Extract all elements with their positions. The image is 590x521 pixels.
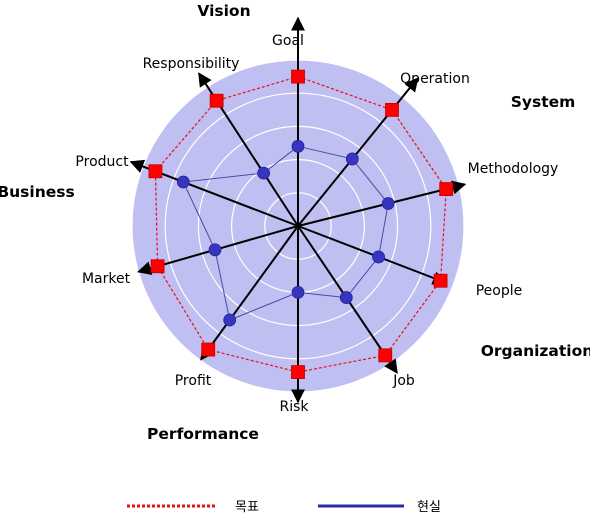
axis-label-profit: Profit [175, 373, 212, 389]
axis-label-methodology: Methodology [468, 161, 559, 177]
axis-people [297, 225, 447, 285]
group-label-business: Business [0, 183, 75, 201]
group-labels: VisionSystemBusinessOrganizationPerforma… [0, 2, 590, 443]
legend: 목표 현실 [127, 500, 441, 515]
axis-methodology [297, 180, 467, 227]
actual-marker-profit [223, 313, 237, 327]
axis-label-responsibility: Responsibility [143, 56, 240, 72]
axis-operation [297, 77, 419, 227]
legend-actual-label: 현실 [417, 500, 441, 515]
target-marker-product [148, 164, 163, 179]
axis-label-market: Market [82, 271, 131, 287]
target-marker-market [150, 259, 165, 274]
axis-label-risk: Risk [279, 399, 309, 415]
axis-label-job: Job [392, 373, 415, 389]
series-actual [176, 139, 395, 327]
actual-marker-people [372, 250, 385, 264]
actual-marker-goal [291, 139, 305, 153]
legend-target-label: 목표 [235, 500, 259, 515]
target-marker-job [378, 348, 393, 363]
actual-marker-methodology [381, 197, 395, 210]
target-marker-profit [201, 342, 216, 357]
target-marker-operation [385, 102, 399, 117]
actual-marker-market [208, 243, 222, 257]
actual-marker-product [176, 175, 190, 189]
actual-marker-risk [291, 285, 305, 299]
actual-marker-job [339, 291, 353, 304]
group-label-vision: Vision [197, 2, 250, 20]
group-label-system: System [511, 93, 576, 111]
series-line [154, 75, 447, 373]
axis-label-goal: Goal [272, 33, 304, 49]
target-marker-responsibility [209, 93, 224, 108]
group-label-performance: Performance [147, 425, 259, 443]
axis-label-product: Product [75, 154, 129, 170]
target-marker-risk [291, 365, 305, 379]
target-marker-goal [291, 69, 305, 84]
axis-profit [200, 225, 299, 361]
actual-marker-responsibility [257, 166, 271, 180]
actual-marker-operation [345, 152, 359, 166]
target-marker-people [433, 273, 448, 288]
group-label-organization: Organization [481, 342, 590, 360]
axis-label-people: People [476, 283, 523, 299]
target-marker-methodology [439, 182, 454, 196]
axis-label-operation: Operation [400, 71, 470, 87]
series-target [148, 69, 454, 379]
